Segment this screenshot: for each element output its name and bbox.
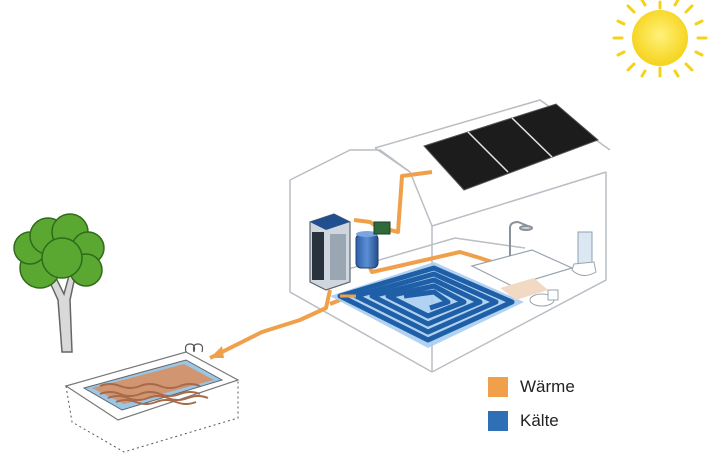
legend-label-heat: Wärme	[520, 377, 575, 396]
cold-swatch	[488, 411, 508, 431]
pipe-arrow-icon	[210, 346, 224, 358]
sun-icon	[612, 0, 708, 78]
pump-controller-icon	[373, 221, 391, 235]
solar-panel-icon	[423, 103, 599, 191]
sink-icon	[571, 231, 597, 276]
toilet-icon	[529, 289, 559, 307]
tree-icon	[13, 213, 105, 353]
legend-item-heat: Wärme	[488, 376, 638, 398]
heat-swatch	[488, 377, 508, 397]
underfloor-heating-coil	[330, 262, 524, 348]
shower-icon	[509, 220, 533, 256]
storage-tank-icon	[355, 231, 379, 269]
legend-item-cold: Kälte	[488, 410, 638, 432]
legend-label-cold: Kälte	[520, 411, 559, 430]
heat-pump-icon	[309, 213, 351, 291]
bathroom-fixtures	[470, 220, 597, 307]
legend: Wärme Kälte	[488, 376, 638, 444]
pool-icon	[64, 343, 240, 453]
